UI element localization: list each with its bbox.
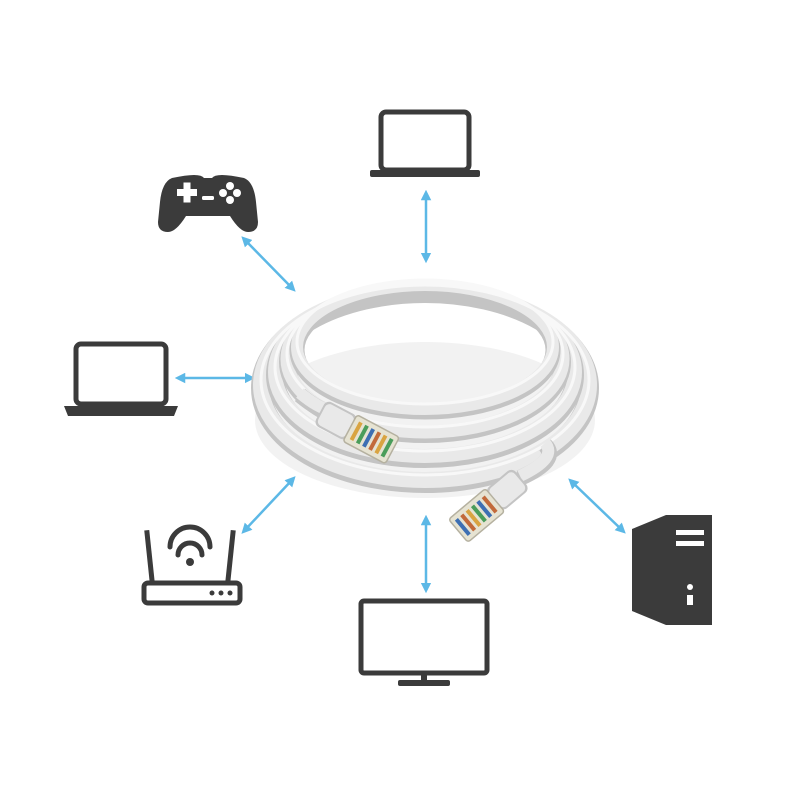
arrow-router [241, 476, 296, 534]
ethernet-cable-coil-icon [251, 278, 599, 542]
arrow-gamepad [241, 236, 296, 292]
connection-arrows [174, 189, 626, 594]
monitor-icon [358, 598, 490, 686]
desktop-tower-icon [632, 515, 712, 625]
laptop-icon [370, 109, 480, 177]
rj45-connector [449, 439, 557, 542]
gamepad-icon [158, 175, 258, 232]
rj45-connector [294, 388, 400, 464]
wifi-router-icon [141, 524, 243, 606]
laptop-icon [64, 341, 178, 416]
arrow-desktop-tower [568, 478, 626, 534]
